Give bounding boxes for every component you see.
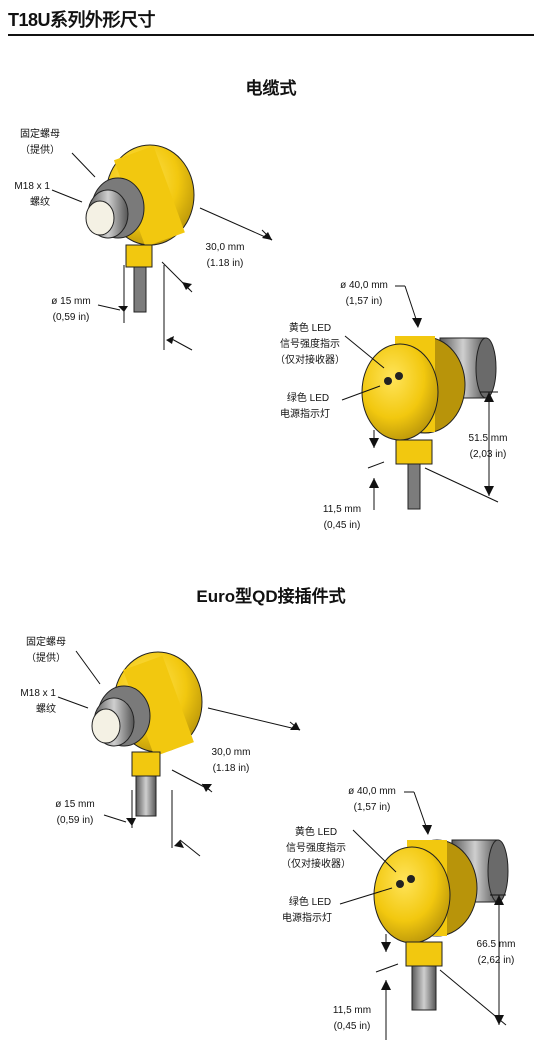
qd-yellow-led-desc2: （仅对接收器）	[281, 859, 351, 870]
qd-dia40-mm: ø 40,0 mm	[348, 786, 396, 797]
cable-sensor-drawing	[51, 144, 499, 510]
qd-green-led: 绿色 LED	[288, 897, 332, 908]
cable-yellow-led-desc2: （仅对接收器）	[275, 355, 345, 366]
section-title-cable: 电缆式	[245, 79, 297, 98]
cable-height-in: (2,03 in)	[469, 449, 507, 460]
cable-offset-mm: 11,5 mm	[322, 504, 362, 515]
page-header: T18U系列外形尺寸	[8, 6, 534, 36]
qd-yellow-led-desc: 信号强度指示	[286, 843, 346, 854]
cable-depth-mm: 30,0 mm	[205, 242, 245, 253]
cable-height-mm: 51.5 mm	[468, 433, 508, 444]
cable-green-led-desc: 电源指示灯	[280, 409, 330, 420]
cable-yellow-led-desc: 信号强度指示	[280, 339, 340, 350]
qd-sensor-rear-view	[373, 839, 509, 1011]
page-title: T18U系列外形尺寸	[8, 10, 156, 30]
cable-nut-label: 固定螺母	[20, 129, 60, 140]
cable-arrows	[118, 232, 272, 344]
qd-nut-label: 固定螺母	[26, 637, 66, 648]
cable-thread-label: M18 x 1	[14, 181, 50, 192]
qd-height-in: (2,62 in)	[477, 955, 515, 966]
cable-nut-sub: （提供）	[20, 145, 60, 156]
cable-thread-sub: 螺纹	[30, 197, 50, 208]
section-title-euro-qd: Euro型QD接插件式	[196, 587, 346, 606]
qd-dia15-mm: ø 15 mm	[55, 799, 95, 810]
qd-dia15-in: (0,59 in)	[56, 815, 94, 826]
qd-sensor-side-view	[91, 651, 203, 817]
qd-offset-mm: 11,5 mm	[332, 1005, 372, 1016]
qd-thread-sub: 螺纹	[36, 704, 56, 715]
qd-yellow-led: 黄色 LED	[294, 827, 338, 838]
qd-arrows	[126, 722, 300, 848]
qd-nut-sub: （提供）	[26, 653, 66, 664]
cable-dia40-in: (1,57 in)	[345, 296, 383, 307]
cable-dia40-mm: ø 40,0 mm	[340, 280, 388, 291]
cable-dia15-in: (0,59 in)	[52, 312, 90, 323]
cable-dia15-mm: ø 15 mm	[51, 296, 91, 307]
cable-offset-in: (0,45 in)	[323, 520, 361, 531]
qd-height-mm: 66.5 mm	[476, 939, 516, 950]
cable-yellow-led: 黄色 LED	[288, 323, 332, 334]
qd-rear-arrows	[381, 825, 504, 1025]
qd-depth-mm: 30,0 mm	[211, 747, 251, 758]
title-rule	[8, 34, 534, 36]
qd-green-led-desc: 电源指示灯	[282, 913, 332, 924]
rear-arrows	[369, 318, 494, 496]
qd-thread-label: M18 x 1	[20, 688, 56, 699]
sensor-side-view	[85, 144, 195, 313]
cable-green-led: 绿色 LED	[286, 393, 330, 404]
qd-offset-in: (0,45 in)	[333, 1021, 371, 1032]
cable-depth-in: (1.18 in)	[206, 258, 244, 269]
sensor-rear-view	[361, 336, 497, 510]
qd-depth-in: (1.18 in)	[212, 763, 250, 774]
euro-qd-sensor-drawing	[57, 650, 509, 1040]
qd-dia40-in: (1,57 in)	[353, 802, 391, 813]
